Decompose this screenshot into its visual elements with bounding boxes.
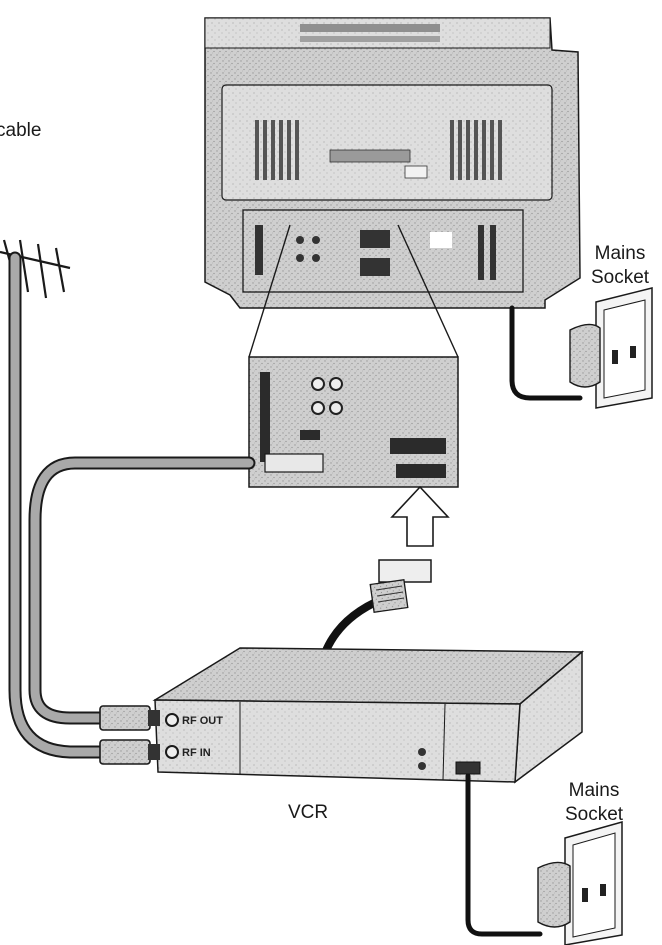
- mains-socket-label-bottom-line2: Socket: [564, 804, 624, 825]
- rf-in-port: [165, 745, 179, 759]
- rf-plugs: [99, 705, 160, 765]
- rf-in-label: RF IN: [182, 747, 211, 759]
- cable-label: cable: [0, 120, 42, 141]
- mains-socket-label-bottom: Mains Socket: [552, 779, 636, 827]
- zoom-lines: [248, 224, 459, 358]
- vcr-label: VCR: [288, 802, 329, 823]
- mains-socket-top: [569, 287, 653, 409]
- tv-rear: [204, 17, 581, 309]
- scart-insert-arrow: [390, 485, 450, 547]
- enlarged-terminal-panel: [248, 356, 459, 488]
- tv-vents-right: [450, 120, 502, 180]
- mains-socket-bottom: [537, 821, 623, 945]
- mains-socket-label-bottom-line1: Mains: [568, 780, 620, 801]
- mains-socket-label-top-line1: Mains: [594, 243, 646, 264]
- rf-out-label: RF OUT: [182, 715, 223, 727]
- vcr-unit: RF OUT RF IN: [152, 647, 585, 784]
- power-cords: [465, 305, 583, 937]
- tv-vents-left: [255, 120, 299, 180]
- mains-socket-label-top: Mains Socket: [578, 242, 662, 290]
- rf-out-port: [165, 713, 179, 727]
- rf-cables: [8, 251, 256, 759]
- mains-socket-label-top-line2: Socket: [590, 267, 650, 288]
- scart-plug-top: [369, 559, 432, 613]
